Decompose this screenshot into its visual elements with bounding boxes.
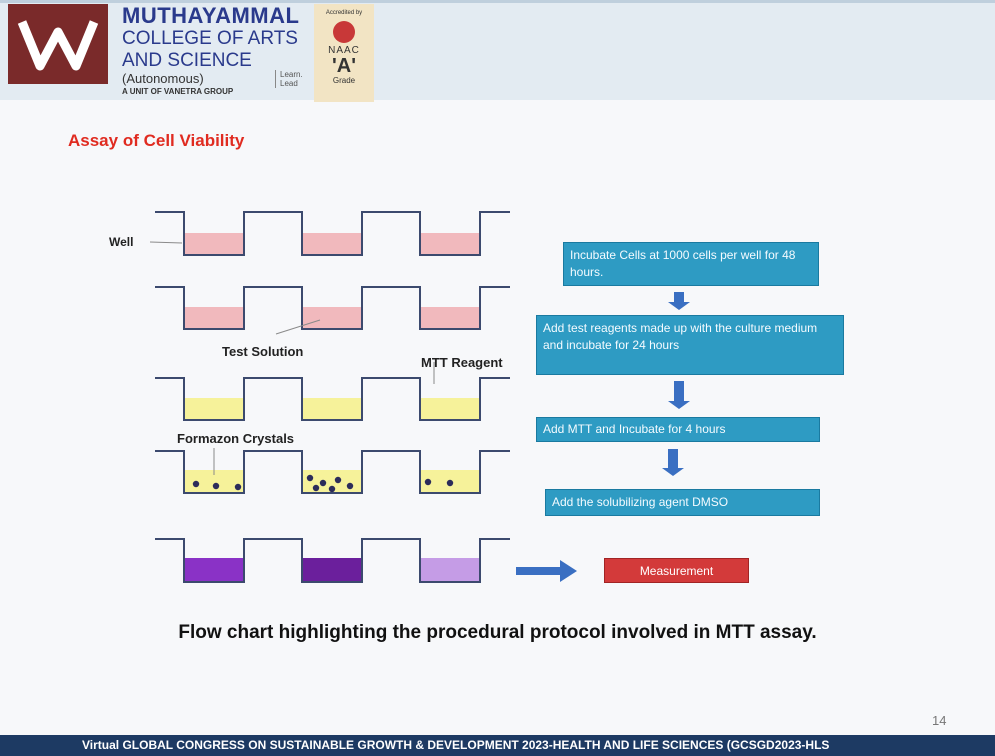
down-arrow-icon: [668, 381, 690, 409]
figure-caption: Flow chart highlighting the procedural p…: [178, 622, 817, 643]
college-line5: A UNIT OF VANETRA GROUP: [122, 87, 234, 96]
college-logo: [8, 4, 108, 84]
step-box-2: Add test reagents made up with the cultu…: [536, 315, 844, 375]
label-test-solution: Test Solution: [222, 344, 304, 359]
slide-title: Assay of Cell Viability: [68, 131, 245, 150]
formazon-crystal: [424, 478, 432, 486]
tagline: Learn. Lead: [275, 70, 303, 88]
well-pointer: [149, 241, 183, 244]
well-fill: [420, 398, 480, 420]
college-line4: (Autonomous): [122, 71, 204, 86]
well-fill: [420, 233, 480, 255]
well-fill: [420, 307, 480, 329]
well-fill: [302, 233, 362, 255]
well-fill: [184, 558, 244, 582]
down-arrow-icon: [668, 292, 690, 310]
test-solution-pointer: [275, 319, 321, 335]
naac-grade-word: Grade: [332, 76, 356, 85]
well-fill: [184, 307, 244, 329]
naac-name: NAAC: [328, 45, 360, 56]
right-arrow-icon: [516, 560, 577, 582]
formazon-crystal: [328, 485, 336, 493]
well-fill: [184, 398, 244, 420]
well-row-outline: [155, 286, 510, 330]
page-number: 14: [932, 713, 947, 728]
college-line1: MUTHAYAMMAL: [122, 3, 300, 28]
formazon-crystal: [192, 480, 200, 488]
well-row-outline: [155, 377, 510, 421]
down-arrow-icon: [662, 449, 684, 476]
formazon-crystal: [334, 476, 342, 484]
label-well: Well: [109, 235, 134, 249]
college-name: MUTHAYAMMAL COLLEGE OF ARTS AND SCIENCE …: [122, 4, 299, 98]
step-box-4: Add the solubilizing agent DMSO: [545, 489, 820, 516]
naac-badge: Accredited by NAAC 'A' Grade: [314, 4, 374, 102]
measurement-box: Measurement: [604, 558, 749, 583]
tagline-lead: Lead: [280, 79, 298, 88]
college-line2: COLLEGE OF ARTS: [122, 28, 298, 49]
well-row-outline: [155, 211, 510, 256]
formazon-crystal: [212, 482, 220, 490]
formazon-crystal: [446, 479, 454, 487]
formazon-crystal: [319, 479, 327, 487]
step-box-1: Incubate Cells at 1000 cells per well fo…: [563, 242, 819, 286]
footer-banner: Virtual GLOBAL CONGRESS ON SUSTAINABLE G…: [0, 735, 995, 756]
well-fill: [302, 398, 362, 420]
well-row-outline: [155, 538, 510, 583]
formazon-crystal: [234, 483, 242, 491]
well-fill: [302, 558, 362, 582]
formazon-crystal: [346, 482, 354, 490]
well-fill: [420, 558, 480, 582]
label-formazon: Formazon Crystals: [177, 431, 295, 446]
formazon-crystal: [312, 484, 320, 492]
well-fill: [184, 233, 244, 255]
college-line3: AND SCIENCE: [122, 50, 252, 71]
tagline-learn: Learn.: [280, 70, 303, 79]
label-mtt-reagent: MTT Reagent: [421, 355, 503, 370]
header-band: [0, 0, 995, 100]
well-fill: [184, 470, 244, 493]
well-fill: [302, 307, 362, 329]
formazon-crystal: [306, 474, 314, 482]
well-row-outline: [155, 450, 510, 494]
naac-accredited: Accredited by: [325, 10, 363, 16]
naac-grade-letter: 'A': [332, 55, 356, 77]
step-box-3: Add MTT and Incubate for 4 hours: [536, 417, 820, 442]
naac-seal-icon: [333, 21, 355, 43]
